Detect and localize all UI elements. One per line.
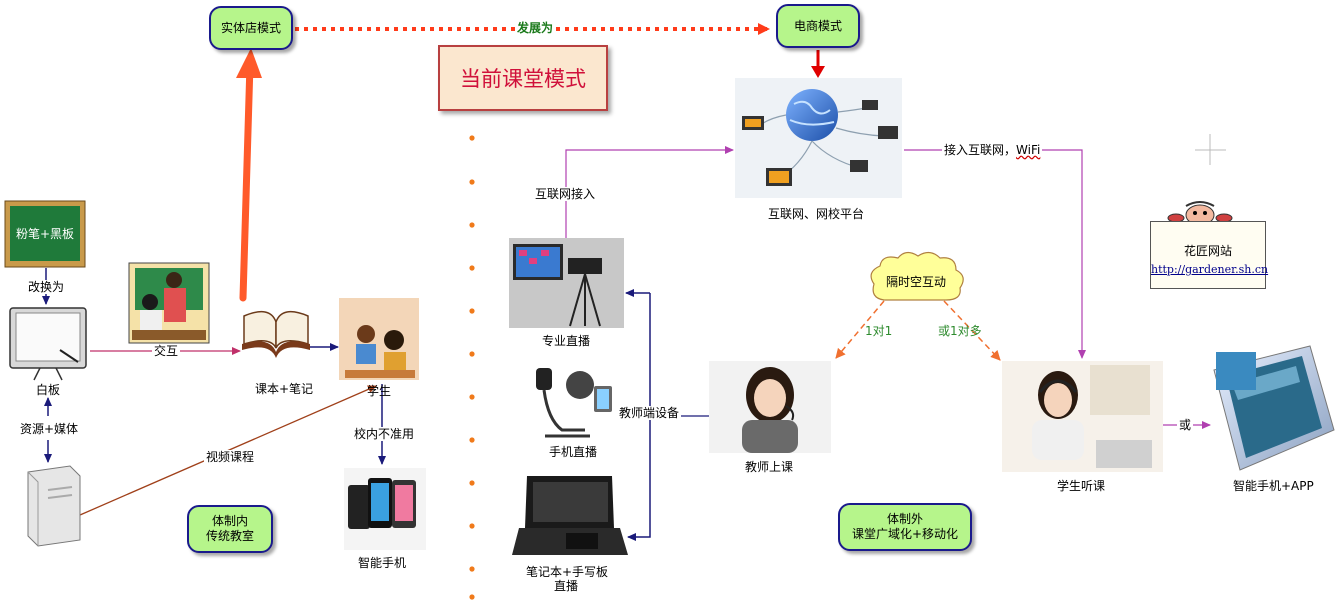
page-title: 当前课堂模式 [438,45,608,111]
textbook-label: 课本+笔记 [255,382,314,396]
store-mode-label: 实体店模式 [220,20,281,35]
phone-live-label: 手机直播 [549,445,598,459]
big-up-arrow-head [236,48,262,78]
chalkboard-label: 粉笔+黑板 [16,227,75,241]
computer-tower-icon [27,465,81,547]
internet-globe-picture [735,78,902,198]
smartphone-label: 智能手机 [358,556,407,570]
system-out-line2: 课堂广域化+移动化 [851,527,959,541]
cross-space-cloud [870,251,964,301]
phone-live-mic-picture [528,360,618,440]
system-in-line1: 体制内 [211,514,248,528]
teacher-picture [709,361,831,453]
whiteboard-label: 白板 [36,383,61,397]
device-bracket-bottom [627,293,651,541]
one-to-many-label: 或1对多 [938,324,982,338]
system-out-node[interactable]: 体制外 课堂广域化+移动化 [838,503,972,551]
cross-space-label: 隔时空互动 [886,275,947,289]
teacher-device-label: 教师端设备 [617,406,682,420]
site-url-link[interactable]: http://gardener.sh.cn [1151,263,1269,276]
big-up-arrow-shaft [239,60,254,302]
crosshair-icon [1195,134,1226,165]
smartphone-app-picture [1213,345,1335,471]
teacher-student-picture [128,262,210,344]
wifi-label: 接入互联网，WiFi [942,143,1043,157]
one-to-many-arrow [943,300,1001,361]
student-label: 学生 [367,384,392,398]
ecommerce-mode-node[interactable]: 电商模式 [776,4,860,48]
system-out-line1: 体制外 [886,512,923,526]
ecommerce-down-arrow-head [811,66,825,78]
teacher-class-label: 教师上课 [745,460,794,474]
store-mode-node[interactable]: 实体店模式 [209,6,293,50]
site-box: 花匠网站 http://gardener.sh.cn [1150,221,1269,289]
pro-live-label: 专业直播 [542,334,591,348]
system-in-line2: 传统教室 [205,529,254,543]
pro-live-studio-picture [509,238,624,328]
internet-platform-label: 互联网、网校平台 [768,207,865,221]
video-course-label: 视频课程 [204,450,257,464]
site-name: 花匠网站 [1183,244,1232,258]
internet-access-line [565,146,734,238]
resources-label: 资源+媒体 [18,422,81,436]
or-label: 或 [1177,418,1194,432]
one-to-one-label: 1对1 [865,324,893,338]
laptop-label: 笔记本+手写板 直播 [526,565,609,593]
laptop-tablet-picture [512,476,628,555]
divider-dots [469,135,475,600]
develop-label: 发展为 [515,21,556,35]
student-listening-picture [1002,361,1163,472]
internet-access-label: 互联网接入 [533,187,598,201]
textbook-icon [242,310,310,358]
students-picture [339,298,419,380]
change-to-label: 改换为 [26,280,67,294]
student-class-label: 学生听课 [1057,479,1106,493]
laptop-line1: 笔记本+手写板 [526,565,609,579]
one-to-one-arrow [835,300,885,359]
chalkboard-icon [4,200,86,268]
system-in-node[interactable]: 体制内 传统教室 [187,505,273,553]
wifi-text: WiFi [1016,143,1041,157]
wifi-prefix: 接入互联网， [944,143,1017,157]
not-allowed-label: 校内不准用 [352,427,417,441]
ecommerce-mode-label: 电商模式 [793,18,842,33]
interact-label: 交互 [152,344,181,358]
smartphones-picture [344,468,426,550]
laptop-line2: 直播 [553,579,578,593]
whiteboard-icon [9,307,87,381]
smartphone-app-label: 智能手机+APP [1233,479,1314,493]
